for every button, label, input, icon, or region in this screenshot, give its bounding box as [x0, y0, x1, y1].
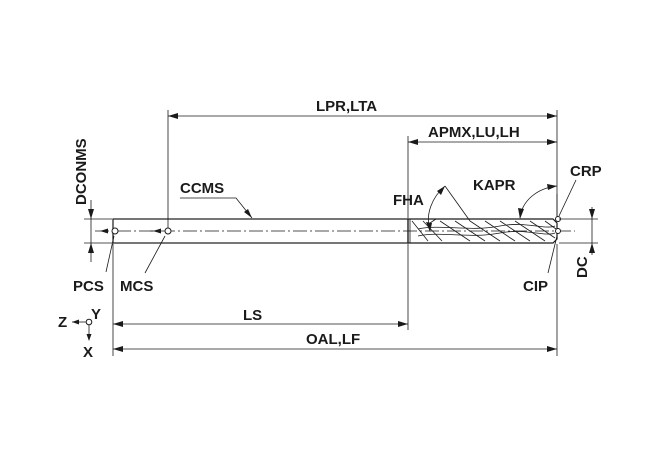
oal-lf-dimension	[113, 244, 558, 356]
ccms-label: CCMS	[180, 180, 224, 197]
mcs-label: MCS	[120, 278, 153, 295]
kapr-angle	[518, 184, 558, 219]
axis-y-label: Y	[91, 306, 101, 323]
crp-label: CRP	[570, 163, 602, 180]
cip-label: CIP	[523, 278, 548, 295]
dconms-dimension	[84, 200, 112, 262]
pcs-label: PCS	[73, 278, 104, 295]
tool-body	[95, 218, 575, 244]
dc-dimension	[559, 207, 598, 255]
kapr-label: KAPR	[473, 177, 516, 194]
tool-flute-section	[407, 218, 558, 244]
crp-leader	[555, 179, 577, 222]
ls-dimension	[112, 244, 409, 356]
axis-z-label: Z	[58, 314, 67, 331]
lpr-lta-label: LPR,LTA	[316, 98, 377, 115]
dc-label: DC	[574, 256, 591, 278]
cip-marker	[547, 228, 561, 274]
apmx-lu-lh-dimension	[407, 136, 557, 218]
dconms-label: DCONMS	[73, 138, 90, 205]
pcs-marker	[105, 227, 119, 273]
coordinate-axes	[72, 318, 93, 341]
apmx-lu-lh-label: APMX,LU,LH	[428, 124, 520, 141]
oal-lf-label: OAL,LF	[306, 331, 360, 348]
ls-label: LS	[243, 307, 262, 324]
fha-label: FHA	[393, 192, 424, 209]
mcs-marker	[100, 227, 172, 274]
fha-angle	[426, 185, 471, 232]
ccms-leader	[180, 197, 253, 219]
axis-x-label: X	[83, 344, 93, 361]
